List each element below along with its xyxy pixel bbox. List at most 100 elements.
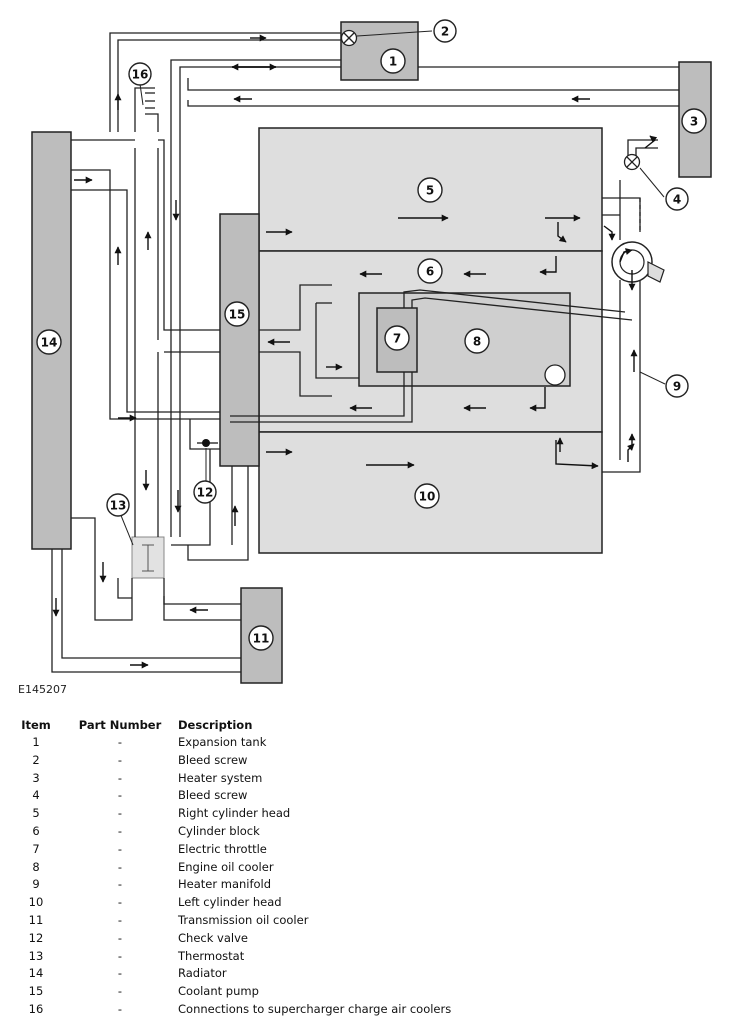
- table-row: 14 - Radiator: [10, 965, 451, 983]
- callout-2: 2: [433, 19, 457, 43]
- callout-3: 3: [681, 108, 707, 134]
- callout-7: 7: [384, 325, 410, 351]
- callout-10: 10: [414, 483, 440, 509]
- part-number-cell: -: [117, 735, 123, 749]
- callout-12: 12: [193, 480, 217, 504]
- item-cell: 2: [32, 752, 40, 767]
- callout-4: 4: [665, 187, 689, 211]
- table-row: 4 - Bleed screw: [10, 787, 451, 805]
- callout-14: 14: [36, 329, 62, 355]
- part-number-cell: -: [117, 966, 123, 981]
- item-cell: 14: [28, 966, 44, 981]
- table-row: 8 - Engine oil cooler: [10, 859, 451, 877]
- callout-circle: [665, 187, 689, 211]
- part-number-cell: -: [117, 1001, 123, 1016]
- description-cell: Bleed screw: [178, 788, 248, 803]
- callout-number: 8: [473, 335, 481, 349]
- callout-number: 16: [132, 68, 149, 82]
- callout-number: 5: [426, 184, 434, 198]
- part-number-cell: -: [117, 912, 123, 927]
- table-row: 1 - Expansion tank: [10, 734, 451, 752]
- callout-13: 13: [106, 493, 130, 517]
- part-number-cell: -: [117, 948, 123, 963]
- description-cell: Connections to supercharger charge air c…: [178, 1001, 452, 1016]
- callout-circle: [36, 329, 62, 355]
- callout-number: 3: [690, 115, 698, 129]
- callout-circle: [193, 480, 217, 504]
- description-cell: Left cylinder head: [178, 895, 282, 910]
- description-cell: Engine oil cooler: [178, 859, 274, 874]
- item-cell: 13: [28, 948, 44, 963]
- description-cell: Coolant pump: [178, 984, 259, 999]
- table-row: 9-Heater manifold: [10, 876, 451, 894]
- figure-id: E145207: [18, 683, 67, 696]
- part-number-cell: -: [117, 841, 123, 856]
- callout-1: 1: [380, 48, 406, 74]
- item-cell: 9: [32, 877, 40, 892]
- table-row: 5 - Right cylinder head: [10, 805, 451, 823]
- callout-8: 8: [464, 328, 490, 354]
- callout-9: 9: [665, 374, 689, 398]
- callout-circle: [224, 301, 250, 327]
- components: [31, 21, 712, 684]
- description-cell: Heater manifold: [178, 877, 272, 892]
- callout-number: 2: [441, 25, 449, 39]
- part-number-header: Part Number: [78, 718, 162, 732]
- item-cell: 11: [28, 912, 44, 927]
- description-cell: Expansion tank: [178, 735, 267, 749]
- item-cell: 10: [28, 895, 44, 910]
- oil-cooler-outlet: [544, 364, 566, 386]
- callout-number: 10: [419, 490, 436, 504]
- item-cell: 3: [32, 770, 40, 785]
- description-header: Description: [178, 718, 253, 732]
- item-cell: 4: [32, 788, 40, 803]
- part-number-cell: -: [117, 859, 123, 874]
- callout-circle: [417, 177, 443, 203]
- callout-circle: [380, 48, 406, 74]
- callout-number: 15: [229, 308, 246, 322]
- item-cell: 5: [32, 806, 40, 821]
- part-number-cell: -: [117, 788, 123, 803]
- callout-number: 11: [253, 632, 270, 646]
- bleed-screw-icon: [623, 153, 641, 171]
- thermostat-symbol: [142, 544, 154, 572]
- part-number-cell: -: [117, 806, 123, 821]
- table-row: 2-Bleed screw: [10, 752, 451, 770]
- description-cell: Cylinder block: [178, 823, 260, 838]
- description-cell: Check valve: [178, 930, 248, 945]
- callout-11: 11: [248, 625, 274, 651]
- parts-table: Item Part Number Description 1 - Expansion…: [10, 716, 451, 1019]
- callout-circle: [384, 325, 410, 351]
- callout-circle: [248, 625, 274, 651]
- item-cell: 12: [28, 930, 44, 945]
- description-cell: Radiator: [178, 966, 227, 981]
- callout-5: 5: [417, 177, 443, 203]
- callout-circle: [417, 258, 443, 284]
- item-header: Item: [21, 718, 51, 732]
- description-cell: Thermostat: [178, 948, 245, 963]
- item-cell: 1: [32, 735, 40, 749]
- description-cell: Right cylinder head: [178, 806, 291, 821]
- callout-circle: [128, 62, 152, 86]
- table-row: 10 - Left cylinder head: [10, 894, 451, 912]
- description-cell: Heater system: [178, 770, 263, 785]
- bleed-screw-icon: [340, 29, 358, 47]
- part-number-cell: -: [117, 895, 123, 910]
- table-row: 7-Electric throttle: [10, 841, 451, 859]
- description-cell: Electric throttle: [178, 841, 267, 856]
- supercharger-outlet: [611, 241, 665, 283]
- callout-6: 6: [417, 258, 443, 284]
- callout-number: 4: [673, 193, 681, 207]
- flow-arrows: [52, 34, 658, 669]
- callout-circle: [414, 483, 440, 509]
- leader-lines: [119, 30, 666, 546]
- callout-number: 13: [110, 499, 127, 513]
- check-valve-icon: [197, 439, 218, 447]
- part-number-cell: -: [117, 770, 123, 785]
- item-cell: 8: [32, 859, 40, 874]
- callout-circle: [106, 493, 130, 517]
- part-number-cell: -: [117, 823, 123, 838]
